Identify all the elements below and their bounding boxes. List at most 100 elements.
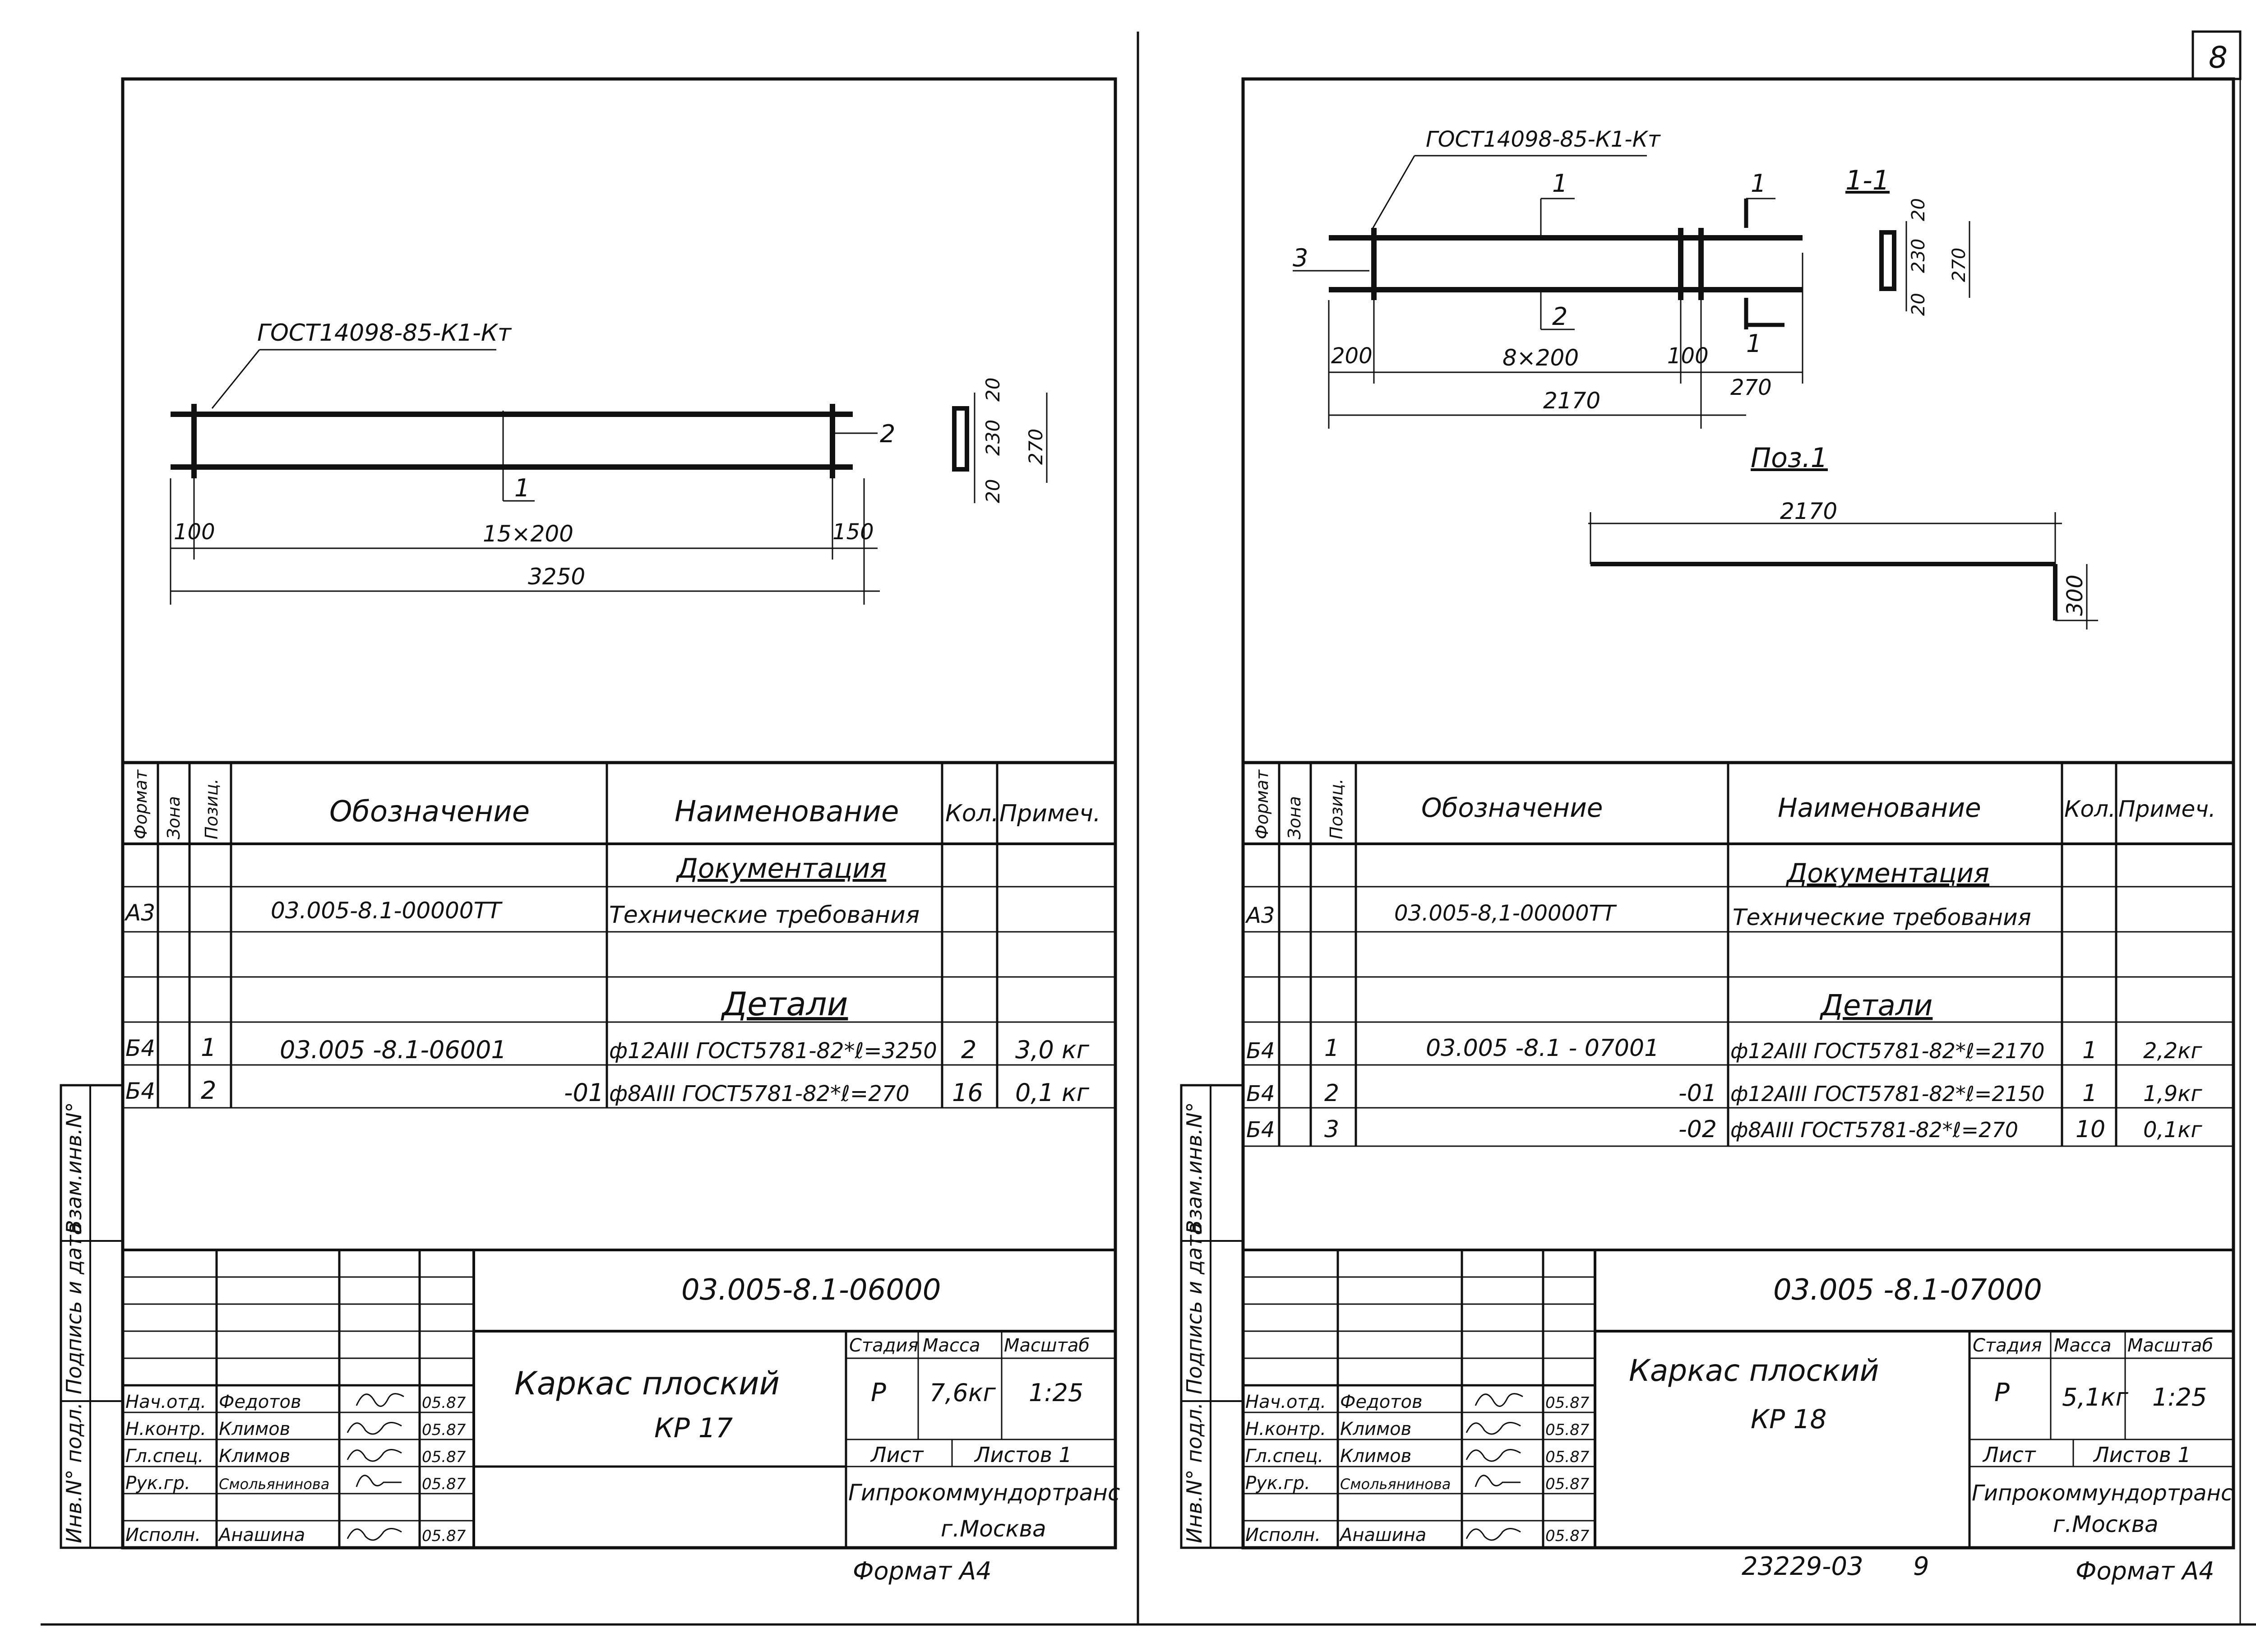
right-side-label-inv: Инв.N° подл. <box>1182 1402 1207 1543</box>
right-tb-s5-name: Анашина <box>1339 1525 1426 1546</box>
right-dim-100: 100 <box>1667 343 1709 369</box>
right-dim-200: 200 <box>1331 343 1373 369</box>
right-hdr-qty: Кол. <box>2064 796 2116 822</box>
right-tb-s4-date: 05.87 <box>1545 1475 1590 1493</box>
right-tb-sheet-label: Лист <box>1982 1443 2036 1467</box>
right-row3-pos: 2 <box>1324 1080 1339 1107</box>
left-hdr-designation: Обозначение <box>329 795 530 828</box>
right-tb-s5-role: Исполн. <box>1245 1525 1321 1546</box>
right-dim-2170: 2170 <box>1543 388 1600 414</box>
right-pos2-label: 2 <box>1552 302 1567 331</box>
left-sheet: Взам.инв.N° Подпись и дата Инв.N° подл. … <box>60 77 1120 1585</box>
left-title-block: Нач.отд. Федотов 05.87 Н.контр. Климов 0… <box>123 1249 1120 1585</box>
left-signature-2 <box>347 1422 402 1435</box>
left-row3-qty: 16 <box>952 1078 983 1107</box>
left-tb-s4-role: Рук.гр. <box>125 1473 190 1494</box>
left-side-stamp: Взам.инв.N° Подпись и дата Инв.N° подл. <box>60 1084 124 1549</box>
right-dim-270: 270 <box>1730 375 1772 400</box>
right-frame-drawing: ГОСТ14098-85-К1-Кт 3 1 2 1 1 <box>1293 127 2098 629</box>
right-tb-s2-date: 05.87 <box>1545 1421 1590 1439</box>
left-weld-note: ГОСТ14098-85-К1-Кт <box>257 319 512 347</box>
left-row1-designation: 03.005-8.1-00000ТТ <box>271 898 503 924</box>
right-row2-qty: 1 <box>2082 1037 2097 1064</box>
right-tb-s2-role: Н.контр. <box>1245 1419 1326 1439</box>
left-tb-stage-label: Стадия <box>849 1335 918 1356</box>
left-signature-5 <box>347 1528 402 1541</box>
right-hdr-zone: Зона <box>1285 796 1304 839</box>
right-sec-270: 270 <box>1949 248 1969 282</box>
left-row2-name: ф12АIII ГОСТ5781-82*ℓ=3250 <box>609 1038 937 1064</box>
right-tb-s1-role: Нач.отд. <box>1245 1392 1326 1412</box>
bottom-code: 23229-03 <box>1742 1552 1863 1581</box>
right-section-docs: Документация <box>1785 858 1989 888</box>
right-hdr-format: Формат <box>1252 769 1272 839</box>
left-sec-20b: 20 <box>982 479 1004 503</box>
right-spec-table: Формат Зона Позиц. Обозначение Наименова… <box>1243 761 2233 1147</box>
right-tb-stage: Р <box>1994 1378 2010 1407</box>
page-number: 8 <box>2209 40 2228 75</box>
right-tb-s5-date: 05.87 <box>1545 1527 1590 1545</box>
right-hdr-pos: Позиц. <box>1327 778 1346 839</box>
right-signature-5 <box>1465 1528 1521 1541</box>
left-tb-s1-name: Федотов <box>219 1392 301 1412</box>
right-poz-title: Поз.1 <box>1751 442 1828 474</box>
right-pos3-label: 3 <box>1293 244 1308 272</box>
right-hdr-note: Примеч. <box>2118 796 2216 822</box>
right-tb-s1-name: Федотов <box>1340 1392 1423 1412</box>
right-row2-pos: 1 <box>1324 1035 1339 1062</box>
right-sec-20a: 20 <box>1908 198 1929 221</box>
right-signature-4 <box>1475 1475 1521 1487</box>
right-tb-s3-date: 05.87 <box>1545 1448 1590 1466</box>
right-side-label-podpis: Подпись и дата <box>1182 1222 1207 1394</box>
left-tb-mass: 7,6кг <box>929 1379 996 1407</box>
left-spec-table: Формат Зона Позиц. Обозначение Наименова… <box>123 761 1115 1109</box>
right-tb-city: г.Москва <box>2053 1511 2159 1537</box>
left-tb-s4-name: Смольянинова <box>219 1476 329 1493</box>
left-row3-note: 0,1 кг <box>1015 1078 1090 1107</box>
right-row3-name: ф12АIII ГОСТ5781-82*ℓ=2150 <box>1730 1082 2045 1106</box>
bottom-num: 9 <box>1913 1552 1929 1581</box>
right-signature-1 <box>1475 1393 1523 1407</box>
left-row2-qty: 2 <box>961 1036 976 1064</box>
left-sec-270: 270 <box>1025 429 1047 465</box>
right-row4-qty: 10 <box>2076 1116 2105 1143</box>
left-row3-designation: -01 <box>564 1078 604 1107</box>
right-poz-h: 300 <box>2062 574 2088 616</box>
left-sec-20a: 20 <box>982 378 1004 402</box>
left-tb-s5-name: Анашина <box>217 1525 305 1546</box>
right-tb-title: Каркас плоский <box>1629 1353 1879 1388</box>
side-label-inv: Инв.N° подл. <box>62 1402 86 1543</box>
right-row1-name: Технические требования <box>1733 904 2031 930</box>
left-tb-s3-role: Гл.спец. <box>125 1446 203 1467</box>
left-tb-s5-date: 05.87 <box>422 1527 466 1545</box>
right-sec-b-label: 1 <box>1746 329 1761 358</box>
right-hdr-designation: Обозначение <box>1421 792 1603 823</box>
right-row4-note: 0,1кг <box>2143 1117 2202 1143</box>
page-number-box <box>2191 30 2242 80</box>
right-title-block: Нач.отд. Федотов 05.87 Н.контр. Климов 0… <box>1243 1249 2233 1585</box>
left-tb-title: Каркас плоский <box>514 1365 780 1402</box>
left-tb-stage: Р <box>871 1378 886 1407</box>
left-row1-format: А3 <box>124 900 155 926</box>
right-row4-designation: -02 <box>1678 1116 1717 1143</box>
right-tb-s4-role: Рук.гр. <box>1245 1473 1310 1494</box>
left-signature-1 <box>356 1393 404 1407</box>
left-signature-4 <box>356 1475 402 1487</box>
left-row2-designation: 03.005 -8.1-06001 <box>280 1036 507 1064</box>
right-row3-note: 1,9кг <box>2143 1081 2202 1106</box>
left-tb-s5-role: Исполн. <box>125 1525 201 1546</box>
left-dim-15x200: 15×200 <box>483 521 573 547</box>
right-tb-mass: 5,1кг <box>2062 1383 2128 1411</box>
left-tb-sheet-label: Лист <box>870 1443 924 1467</box>
right-row3-qty: 1 <box>2082 1080 2097 1107</box>
left-tb-subtitle: КР 17 <box>654 1412 733 1444</box>
left-hdr-zone: Зона <box>164 796 184 839</box>
left-tb-scale: 1:25 <box>1029 1379 1083 1407</box>
right-signature-3 <box>1465 1449 1521 1462</box>
right-frame <box>1241 77 2235 1550</box>
left-pos1-label: 1 <box>514 474 530 502</box>
right-sheet: 8 Взам.инв.N° Подпись и дата Инв.N° подл… <box>1180 30 2242 1585</box>
right-signature-2 <box>1465 1422 1521 1435</box>
right-tb-subtitle: КР 18 <box>1751 1404 1826 1435</box>
